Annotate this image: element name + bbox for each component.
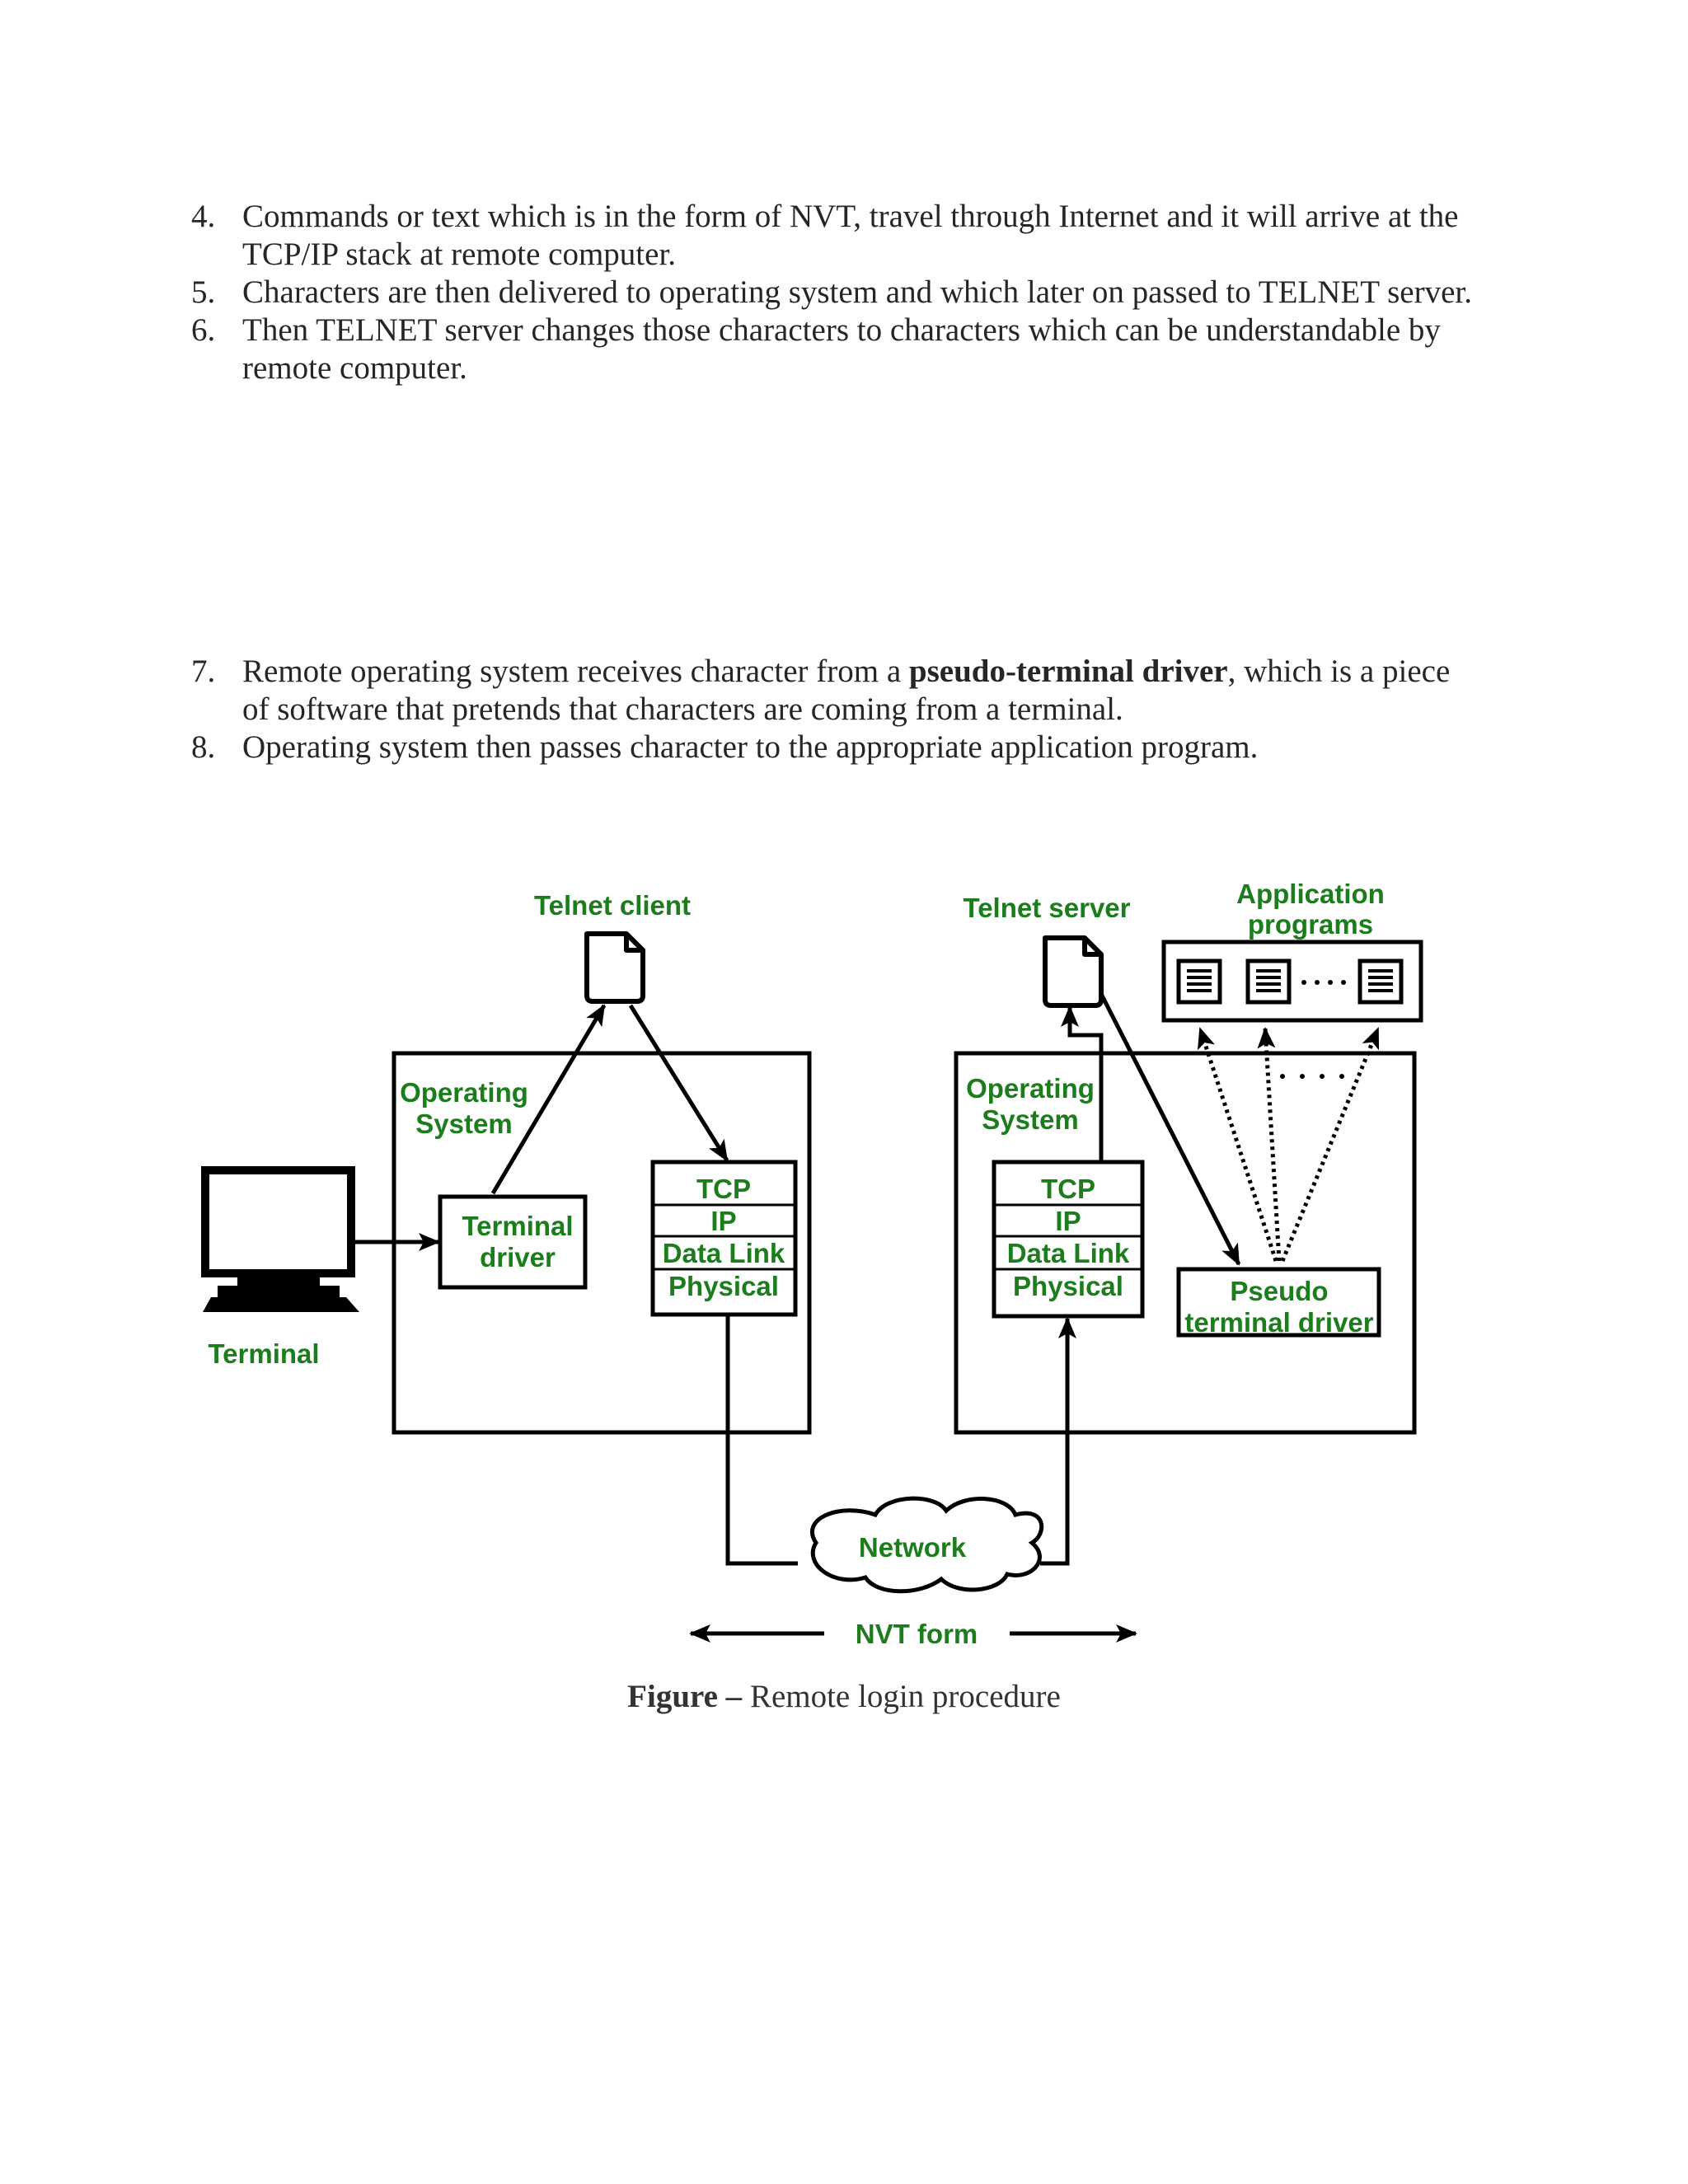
app-programs-label-2: programs [1248, 909, 1373, 940]
arrow-client-to-tcp [628, 1004, 729, 1162]
figure-caption: Figure – Remote login procedure [0, 1678, 1688, 1715]
protocol-stack-left [650, 1160, 798, 1317]
instruction-list-top: 4 Commands or text which is in the form o… [0, 198, 1688, 387]
os-left-label-2: System [415, 1108, 512, 1139]
os-right-label-1: Operating [966, 1073, 1095, 1104]
terminal-driver-label-1: Terminal [462, 1211, 573, 1241]
stack-left-layer: IP [710, 1206, 736, 1236]
link-left-stack-to-network [725, 1315, 798, 1566]
item-number: 5 [191, 274, 215, 312]
nvt-form-label: NVT form [856, 1619, 978, 1649]
app-program-icon [1176, 958, 1222, 1005]
protocol-stack-right [992, 1160, 1145, 1319]
item-number: 4 [191, 198, 215, 236]
item-number: 6 [191, 312, 215, 349]
os-box-right [954, 1051, 1417, 1435]
telnet-client-document-icon [584, 931, 645, 1004]
arrow-tcp-to-server [1061, 1005, 1104, 1160]
pseudo-label-1: Pseudo [1230, 1276, 1328, 1306]
os-right-label-2: System [982, 1104, 1078, 1135]
stack-right-layer: Data Link [1007, 1238, 1130, 1268]
item-text-post: , which is a piece of software that pret… [242, 654, 1451, 727]
instruction-list-bottom: 7 Remote operating system receives charac… [0, 653, 1688, 766]
app-programs-label-1: Application [1236, 879, 1385, 909]
terminal-monitor-icon [201, 1166, 359, 1312]
telnet-server-document-icon [1043, 935, 1104, 1008]
pseudo-terminal-driver-box [1176, 1267, 1381, 1338]
network-cloud-icon [809, 1496, 1044, 1594]
link-network-to-right-stack [1040, 1317, 1076, 1566]
stack-right-layer: TCP [1041, 1174, 1095, 1204]
network-label: Network [859, 1532, 967, 1563]
arrow-driver-to-client [490, 1004, 607, 1195]
stack-right-layer: Physical [1013, 1271, 1123, 1301]
item-number: 8 [191, 729, 215, 766]
dotted-arrows-to-apps [1197, 1027, 1381, 1262]
os-left-label-1: Operating [400, 1077, 528, 1108]
list-item: 5 Characters are then delivered to operat… [0, 274, 1688, 312]
item-text: Then TELNET server changes those charact… [242, 312, 1441, 386]
item-number: 7 [191, 653, 215, 691]
terminal-driver-box [438, 1194, 588, 1290]
terminal-label: Terminal [208, 1338, 319, 1369]
pseudo-label-2: terminal driver [1184, 1307, 1373, 1338]
remote-login-diagram: Terminal Terminal driver Operating Syste… [201, 879, 1423, 1649]
list-item: 6 Then TELNET server changes those charac… [0, 312, 1688, 387]
ellipsis-dots-icon [1301, 980, 1346, 985]
list-item: 4 Commands or text which is in the form o… [0, 198, 1688, 274]
item-text-pre: Remote operating system receives charact… [242, 654, 909, 689]
terminal-driver-label-2: driver [480, 1242, 556, 1272]
stack-left-layer: Physical [668, 1271, 779, 1301]
app-program-icon [1245, 958, 1292, 1005]
item-text: Commands or text which is in the form of… [242, 199, 1459, 272]
app-program-icon [1357, 958, 1404, 1005]
stack-left-layer: TCP [696, 1174, 751, 1204]
item-text-bold: pseudo-terminal driver [908, 654, 1228, 689]
arrow-server-to-pseudo [1099, 992, 1241, 1266]
item-text: Characters are then delivered to operati… [242, 274, 1472, 310]
stack-left-layer: Data Link [663, 1238, 785, 1268]
telnet-server-label: Telnet server [964, 893, 1131, 923]
list-item: 7 Remote operating system receives charac… [0, 653, 1688, 729]
stack-right-layer: IP [1055, 1206, 1081, 1236]
item-text: Operating system then passes character t… [242, 729, 1259, 765]
list-item: 8 Operating system then passes character … [0, 729, 1688, 766]
telnet-client-label: Telnet client [534, 890, 691, 921]
ellipsis-dots-icon [1280, 1074, 1344, 1079]
caption-text: Remote login procedure [742, 1679, 1061, 1714]
caption-bold: Figure – [627, 1679, 743, 1714]
